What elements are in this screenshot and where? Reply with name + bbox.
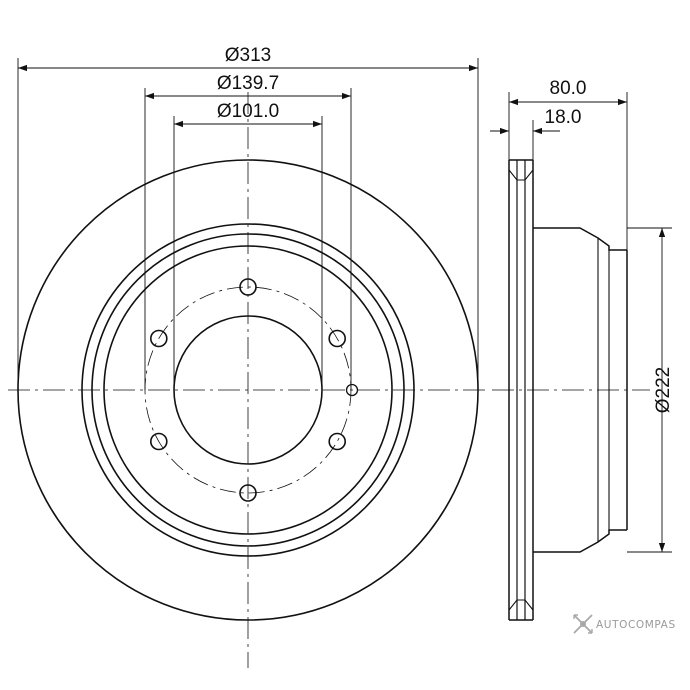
side-dimensions: [490, 92, 672, 553]
watermark-text: AUTOCOMPAS: [596, 619, 676, 631]
front-dimension-labels: Ø313 Ø139.7 Ø101.0: [217, 45, 279, 122]
hat-profile-top: [533, 227, 627, 251]
bottom-chamfer: [508, 599, 534, 611]
side-dimension-labels: 80.0 18.0 Ø222: [545, 78, 674, 413]
bolt-hole: [150, 432, 168, 451]
front-dimensions: [17, 58, 479, 390]
braking-surface-inner-circle: [81, 223, 415, 557]
bolt-hole: [239, 484, 257, 502]
front-view: [8, 92, 488, 668]
side-view: [492, 159, 650, 621]
overall-height-label: 80.0: [550, 78, 587, 99]
disc-thickness-label: 18.0: [545, 107, 582, 128]
bolt-hole: [239, 278, 257, 296]
bolt-holes: [150, 278, 347, 502]
hat-outer-circle: [91, 233, 405, 547]
center-bore-diameter-label: Ø101.0: [217, 101, 279, 122]
top-chamfer: [508, 169, 534, 181]
outer-diameter-label: Ø313: [225, 45, 271, 66]
bolt-hole: [150, 329, 168, 348]
locating-hole: [345, 383, 359, 397]
bolt-circle-diameter-label: Ø139.7: [217, 73, 279, 94]
hat-profile-bottom: [533, 529, 627, 553]
bolt-hole: [328, 329, 347, 348]
hat-diameter-label: Ø222: [653, 367, 674, 413]
hat-inner-circle: [103, 245, 393, 535]
bolt-hole: [328, 432, 347, 451]
autocompas-logo-icon: [573, 614, 593, 634]
autocompas-watermark: AUTOCOMPAS: [573, 614, 676, 634]
